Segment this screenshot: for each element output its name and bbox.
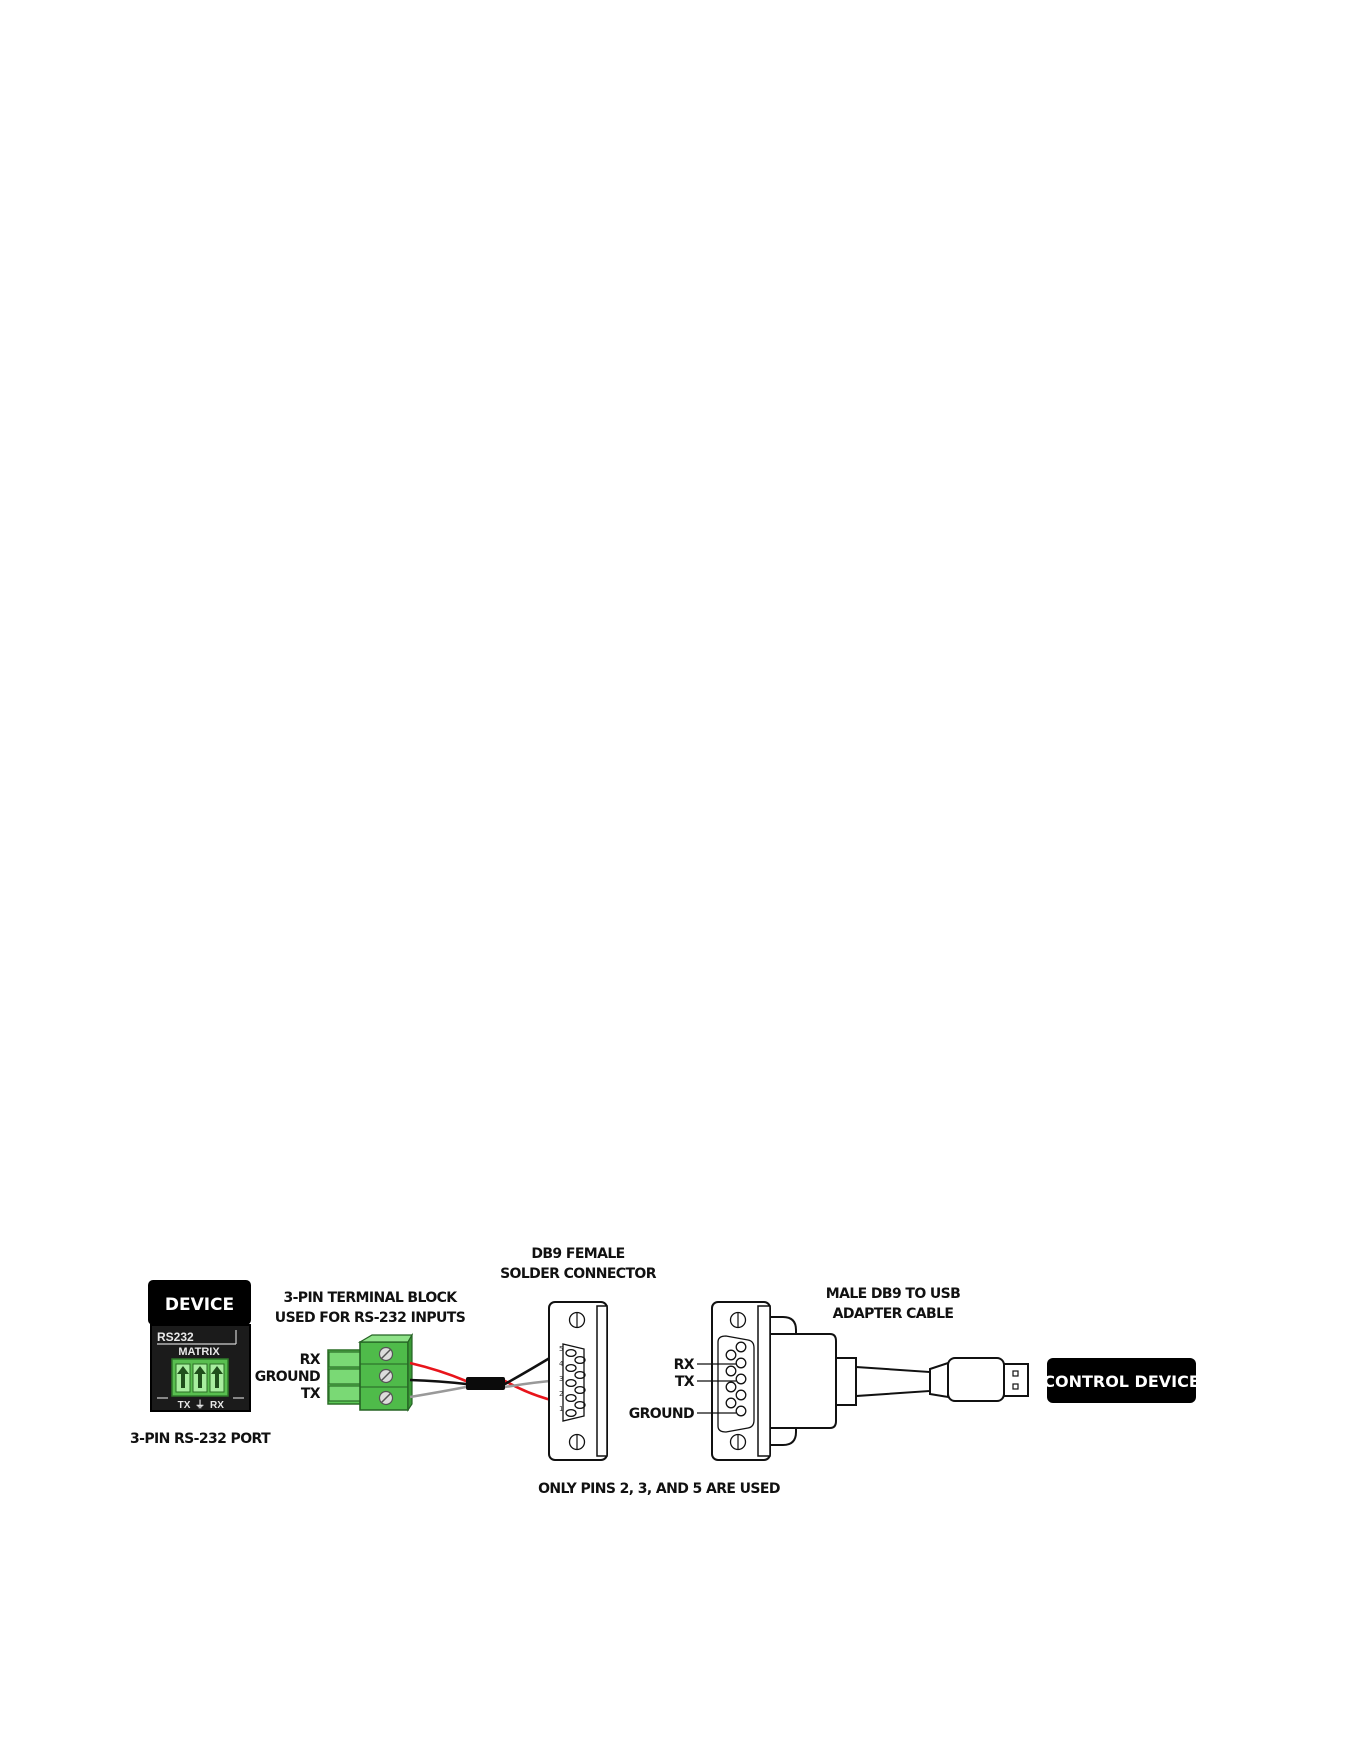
device-badge: DEVICE xyxy=(148,1280,251,1325)
device-rs232-port: RS232 MATRIX TX ⏚ RX xyxy=(151,1325,250,1411)
female-pin-number-1: 1 xyxy=(559,1405,563,1413)
male-pin-ground-label: GROUND xyxy=(629,1406,694,1422)
footnote-pins-used: ONLY PINS 2, 3, AND 5 ARE USED xyxy=(538,1481,780,1497)
port-pin-ground: ⏚ xyxy=(195,1399,205,1411)
female-pin-number-4: 4 xyxy=(559,1360,564,1368)
port-pin-rx: RX xyxy=(210,1400,224,1411)
terminal-block-title-line2: USED FOR RS-232 INPUTS xyxy=(275,1310,466,1326)
terminal-block xyxy=(328,1335,412,1410)
terminal-block-title-line1: 3-PIN TERMINAL BLOCK xyxy=(283,1290,458,1306)
male-db9-usb-adapter xyxy=(697,1302,1028,1460)
db9-female-connector: 5 4 3 2 1 xyxy=(549,1302,607,1460)
female-pin-number-3: 3 xyxy=(559,1375,563,1383)
female-connector-title-line1: DB9 FEMALE xyxy=(531,1246,624,1262)
terminal-screw xyxy=(380,1348,393,1361)
female-pin-number-5: 5 xyxy=(559,1345,563,1353)
usb-cable xyxy=(856,1367,930,1396)
wire-bundle xyxy=(410,1353,566,1401)
control-device-badge: CONTROL DEVICE xyxy=(1043,1358,1200,1403)
terminal-pin-tx-label: TX xyxy=(301,1386,321,1402)
terminal-screw xyxy=(380,1392,393,1405)
port-pin-tx: TX xyxy=(178,1400,191,1411)
female-connector-title-line2: SOLDER CONNECTOR xyxy=(500,1266,657,1282)
male-pin-tx-label: TX xyxy=(675,1374,695,1390)
control-device-badge-label: CONTROL DEVICE xyxy=(1043,1372,1200,1391)
port-name-label: MATRIX xyxy=(178,1346,220,1358)
device-port-caption: 3-PIN RS-232 PORT xyxy=(130,1431,271,1447)
usb-plug xyxy=(930,1358,1028,1401)
device-badge-label: DEVICE xyxy=(165,1295,234,1315)
male-adapter-title-line2: ADAPTER CABLE xyxy=(833,1306,954,1322)
port-header-label: RS232 xyxy=(157,1330,194,1344)
wire-sheath xyxy=(466,1377,505,1390)
male-adapter-title-line1: MALE DB9 TO USB xyxy=(826,1286,960,1302)
terminal-pin-rx-label: RX xyxy=(300,1352,321,1368)
male-pin-rx-label: RX xyxy=(674,1357,695,1373)
female-pin-number-2: 2 xyxy=(559,1390,563,1398)
terminal-screw xyxy=(380,1370,393,1383)
terminal-pin-ground-label: GROUND xyxy=(255,1369,320,1385)
